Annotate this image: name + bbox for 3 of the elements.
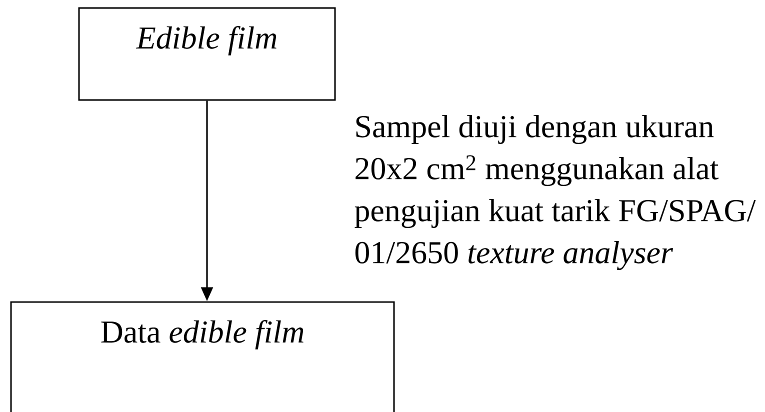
edge-label: Sampel diuji dengan ukuran 20x2 cm$^{2}$ menggunakan alat pengujian kuat tarik FG/SPAG/ 01/2650 texture analyser (354, 114, 756, 270)
process-box: Edible film (78, 7, 336, 101)
process-box: Data edible film (10, 301, 395, 412)
